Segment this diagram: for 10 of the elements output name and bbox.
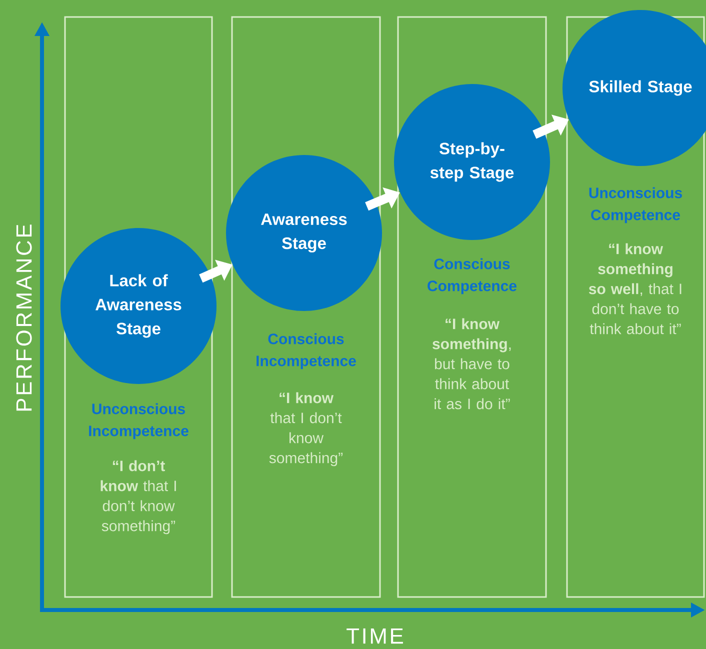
stage-heading: Conscious Competence (428, 258, 516, 294)
stage-heading: Unconscious Incompetence (89, 403, 188, 440)
stage-heading: Unconscious Competence (589, 187, 682, 224)
axis-label: TIME (346, 628, 403, 644)
quote-text: “I know something so well, that I don’t have to think about it” (588, 243, 682, 334)
axis-label: PERFORMANCE (16, 224, 32, 411)
stage-heading: Conscious Incompetence (256, 333, 356, 370)
quote-text: “I know something, but have to think about it as I do it” (432, 318, 511, 410)
quote-text: “I know that I don’t know something” (269, 392, 343, 466)
quote-text: “I don’t know that I don’t know something” (100, 460, 176, 534)
